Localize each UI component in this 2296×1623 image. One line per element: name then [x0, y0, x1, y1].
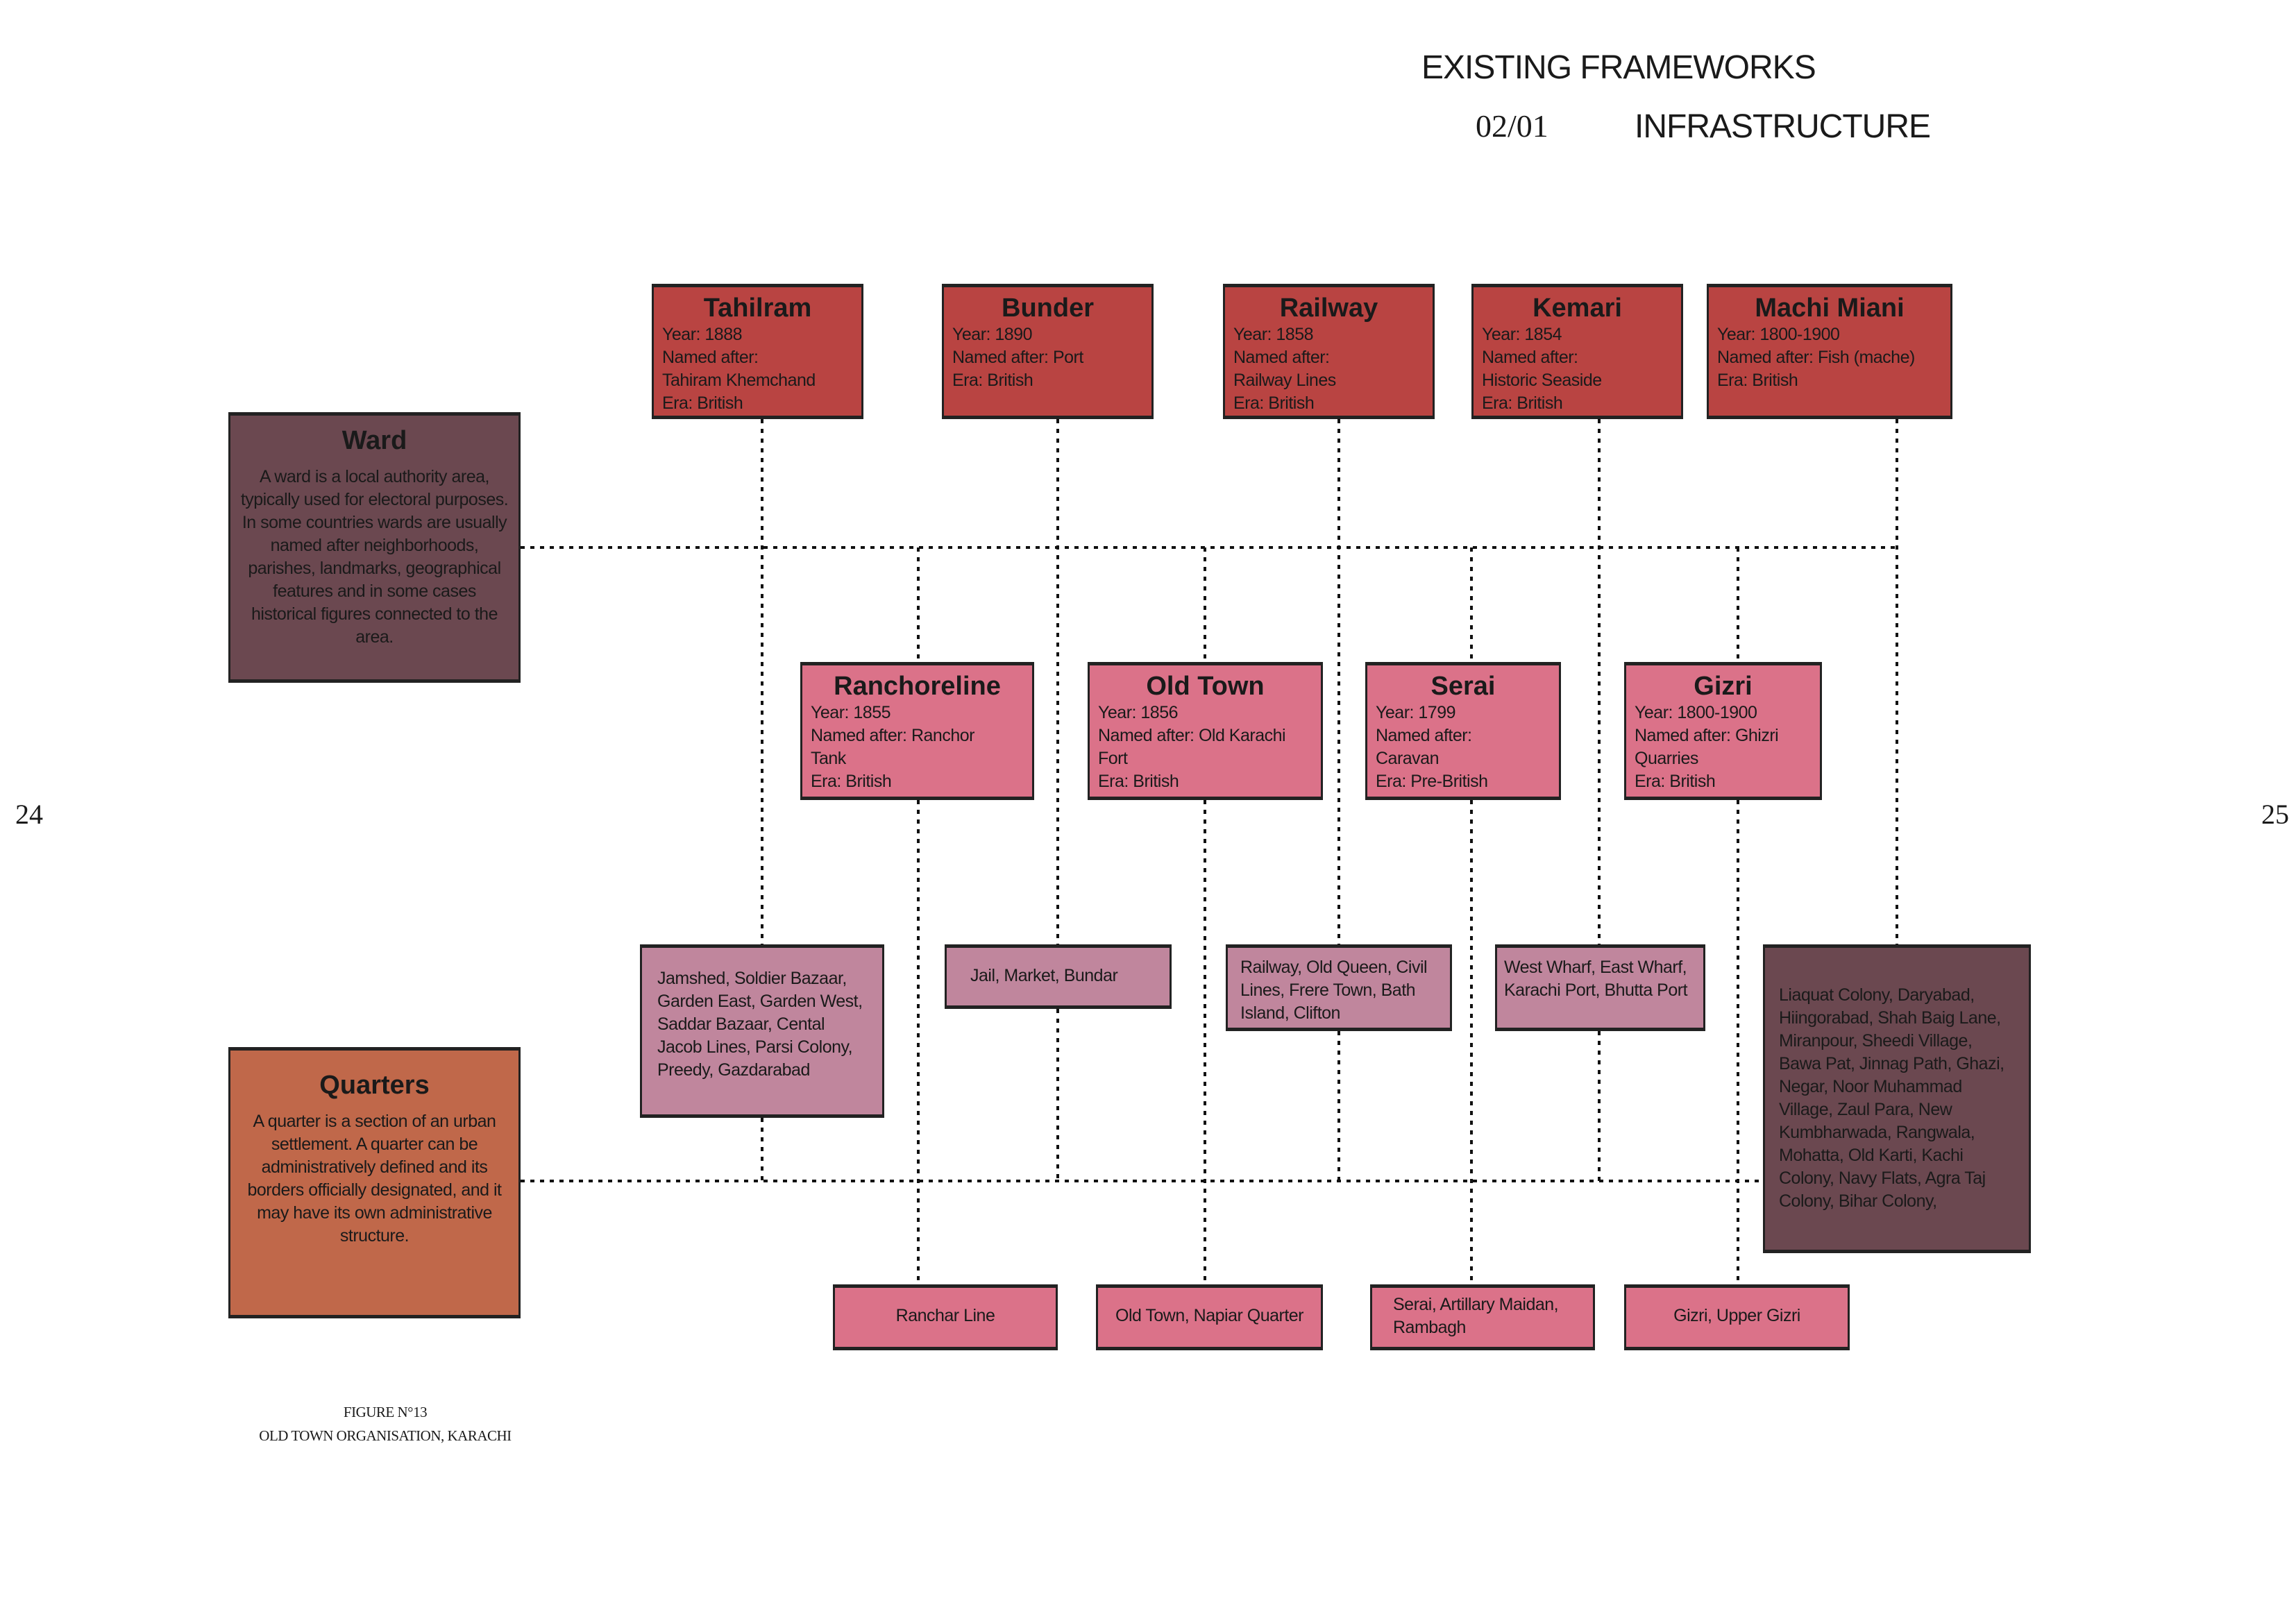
sub-ward-year: Year: 1856: [1098, 703, 1179, 722]
sub-ward-year: Year: 1855: [811, 703, 891, 722]
page-number-left: 24: [15, 799, 43, 830]
sub-ward-year: Year: 1800-1900: [1635, 703, 1757, 722]
ward-title: Kemari: [1533, 294, 1622, 323]
ward-era: Era: British: [1233, 393, 1315, 413]
quarters-list-old-town: Old Town, Napiar Quarter: [1096, 1284, 1323, 1350]
quarters-list-text: Liaquat Colony, Daryabad, Hiingorabad, S…: [1779, 985, 2004, 1211]
sub-ward-title: Old Town: [1146, 672, 1265, 701]
quarters-definition-text: A quarter is a section of an urban settl…: [247, 1112, 503, 1246]
quarters-list-machi-miani: Liaquat Colony, Daryabad, Hiingorabad, S…: [1763, 944, 2031, 1253]
sub-ward-box-ranchoreline: Ranchoreline Year: 1855 Named after: Ran…: [800, 662, 1034, 800]
ward-box-machi-miani: Machi Miani Year: 1800-1900 Named after:…: [1707, 284, 1952, 419]
sub-ward-title: Gizri: [1694, 672, 1753, 701]
ward-info: Railway Lines: [1233, 371, 1336, 390]
figure-caption: FIGURE N°13 OLD TOWN ORGANISATION, KARAC…: [208, 1400, 562, 1447]
quarters-list-railway: Railway, Old Queen, Civil Lines, Frere T…: [1226, 944, 1452, 1031]
quarters-definition-title: Quarters: [319, 1071, 430, 1100]
ward-info: Tahiram Khemchand: [662, 371, 816, 390]
ward-info: Named after:: [1482, 348, 1578, 367]
quarters-list-tahilram: Jamshed, Soldier Bazaar, Garden East, Ga…: [640, 944, 884, 1118]
ward-title: Railway: [1279, 294, 1378, 323]
quarters-list-ranchoreline: Ranchar Line: [833, 1284, 1058, 1350]
ward-definition-title: Ward: [341, 426, 407, 455]
quarters-list-kemari: West Wharf, East Wharf, Karachi Port, Bh…: [1495, 944, 1705, 1031]
quarters-list-text: Gizri, Upper Gizri: [1673, 1306, 1800, 1325]
ward-info: Named after: Fish (mache): [1717, 348, 1915, 367]
sub-ward-era: Era: British: [811, 772, 892, 791]
quarters-list-text: Serai, Artillary Maidan, Rambagh: [1393, 1295, 1559, 1337]
quarters-definition-box: Quarters A quarter is a section of an ur…: [228, 1047, 521, 1318]
ward-title: Tahilram: [703, 294, 812, 323]
ward-era: Era: British: [1482, 393, 1563, 413]
sub-ward-era: Era: Pre-British: [1376, 772, 1488, 791]
ward-definition-text: A ward is a local authority area, typica…: [240, 467, 509, 647]
section-title: EXISTING FRAMEWORKS: [1421, 49, 1816, 86]
ward-box-kemari: Kemari Year: 1854 Named after: Historic …: [1471, 284, 1683, 419]
ward-info: Named after: Port: [952, 348, 1083, 367]
quarters-list-text: Jamshed, Soldier Bazaar, Garden East, Ga…: [657, 969, 863, 1080]
section-number: 02/01: [1476, 108, 1548, 144]
ward-box-bunder: Bunder Year: 1890 Named after: Port Era:…: [942, 284, 1154, 419]
sub-ward-box-old-town: Old Town Year: 1856 Named after: Old Kar…: [1088, 662, 1323, 800]
sub-ward-info: Tank: [811, 749, 846, 768]
quarters-list-bunder: Jail, Market, Bundar: [945, 944, 1172, 1009]
sub-ward-box-gizri: Gizri Year: 1800-1900 Named after: Ghizr…: [1624, 662, 1822, 800]
page-number-right: 25: [2261, 799, 2289, 830]
quarters-list-text: Old Town, Napiar Quarter: [1115, 1306, 1304, 1325]
ward-era: Era: British: [952, 371, 1033, 390]
ward-title: Machi Miani: [1755, 294, 1905, 323]
subsection-title: INFRASTRUCTURE: [1635, 108, 1931, 145]
quarters-list-text: Ranchar Line: [895, 1306, 995, 1325]
sub-ward-info: Fort: [1098, 749, 1128, 768]
sub-ward-info: Named after: Ghizri: [1635, 726, 1779, 745]
quarters-list-gizri: Gizri, Upper Gizri: [1624, 1284, 1850, 1350]
ward-year: Year: 1854: [1482, 325, 1562, 344]
ward-era: Era: British: [1717, 371, 1798, 390]
ward-box-railway: Railway Year: 1858 Named after: Railway …: [1223, 284, 1435, 419]
ward-era: Era: British: [662, 393, 743, 413]
quarters-list-text: West Wharf, East Wharf, Karachi Port, Bh…: [1504, 958, 1688, 1000]
ward-definition-box: Ward A ward is a local authority area, t…: [228, 412, 521, 683]
ward-box-tahilram: Tahilram Year: 1888 Named after: Tahiram…: [652, 284, 863, 419]
ward-year: Year: 1890: [952, 325, 1033, 344]
quarters-list-text: Railway, Old Queen, Civil Lines, Frere T…: [1240, 958, 1428, 1023]
sub-ward-title: Ranchoreline: [834, 672, 1001, 701]
sub-ward-info: Named after: Ranchor: [811, 726, 974, 745]
ward-year: Year: 1800-1900: [1717, 325, 1840, 344]
figure-title: OLD TOWN ORGANISATION, KARACHI: [259, 1427, 512, 1444]
sub-ward-era: Era: British: [1635, 772, 1716, 791]
quarters-list-serai: Serai, Artillary Maidan, Rambagh: [1370, 1284, 1595, 1350]
ward-title: Bunder: [1002, 294, 1094, 323]
ward-year: Year: 1888: [662, 325, 743, 344]
quarters-list-text: Jail, Market, Bundar: [970, 966, 1118, 985]
sub-ward-year: Year: 1799: [1376, 703, 1456, 722]
sub-ward-title: Serai: [1430, 672, 1496, 701]
sub-ward-box-serai: Serai Year: 1799 Named after: Caravan Er…: [1365, 662, 1561, 800]
ward-info: Historic Seaside: [1482, 371, 1602, 390]
sub-ward-info: Caravan: [1376, 749, 1440, 768]
ward-info: Named after:: [662, 348, 759, 367]
sub-ward-era: Era: British: [1098, 772, 1179, 791]
ward-year: Year: 1858: [1233, 325, 1314, 344]
sub-ward-info: Quarries: [1635, 749, 1698, 768]
figure-number: FIGURE N°13: [343, 1404, 428, 1420]
sub-ward-info: Named after:: [1376, 726, 1472, 745]
sub-ward-info: Named after: Old Karachi: [1098, 726, 1286, 745]
ward-info: Named after:: [1233, 348, 1330, 367]
